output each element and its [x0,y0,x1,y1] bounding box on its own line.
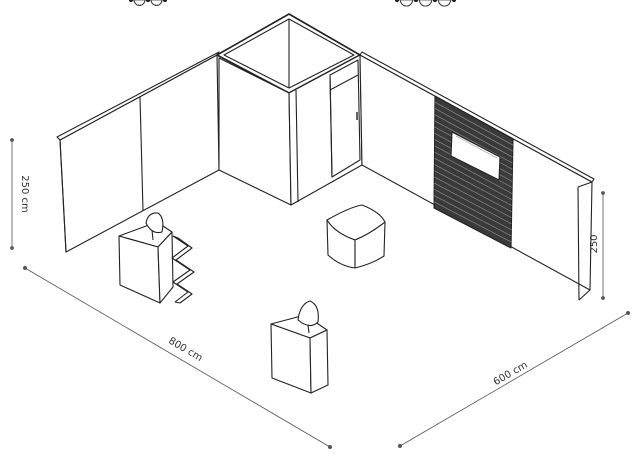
slat-line [433,201,512,243]
slat-line [434,189,512,231]
shelf-cubby [414,0,437,7]
shelf-cubby [433,0,456,7]
right-cube-shelf [395,0,456,7]
slat-line [434,170,512,212]
slat-line [434,176,512,219]
shelf-cubby [433,0,456,7]
left-cube-shelf [129,0,167,6]
shelf-cubby [395,0,418,7]
center-cube-seat [326,204,386,269]
shelf-cubby [146,0,167,6]
slatted-wall-window [450,131,501,181]
shelf-cubby [414,0,437,7]
height-left-label: 250 cm [19,175,30,213]
length-label: 800 cm [166,336,204,364]
shelf-cubby [433,0,456,7]
slat-line [434,114,513,158]
dimension-lines [10,138,631,449]
height-right-label: 250 [589,234,600,253]
left-counter [118,221,174,304]
slat-line [434,108,513,152]
slat-line [433,195,512,237]
corner-cabin [216,13,363,206]
shelf-cubby [414,0,437,7]
slat-line [434,157,513,200]
front-stool [297,300,319,334]
slat-line [434,182,512,225]
slatted-wall-panel [433,95,514,249]
slat-line [434,151,513,194]
shelf-cubby [395,0,418,7]
slat-line [434,101,514,146]
shelf-cubby [395,0,418,7]
slat-line [434,164,512,206]
shelf-cubby [433,0,456,7]
slat-line [434,120,513,164]
front-counter [270,314,329,394]
left-wall [56,51,220,253]
zigzag-display-stand [171,235,195,304]
shelf-cubby [414,0,437,7]
left-stool [145,212,164,241]
shelf-cubby [395,0,418,7]
